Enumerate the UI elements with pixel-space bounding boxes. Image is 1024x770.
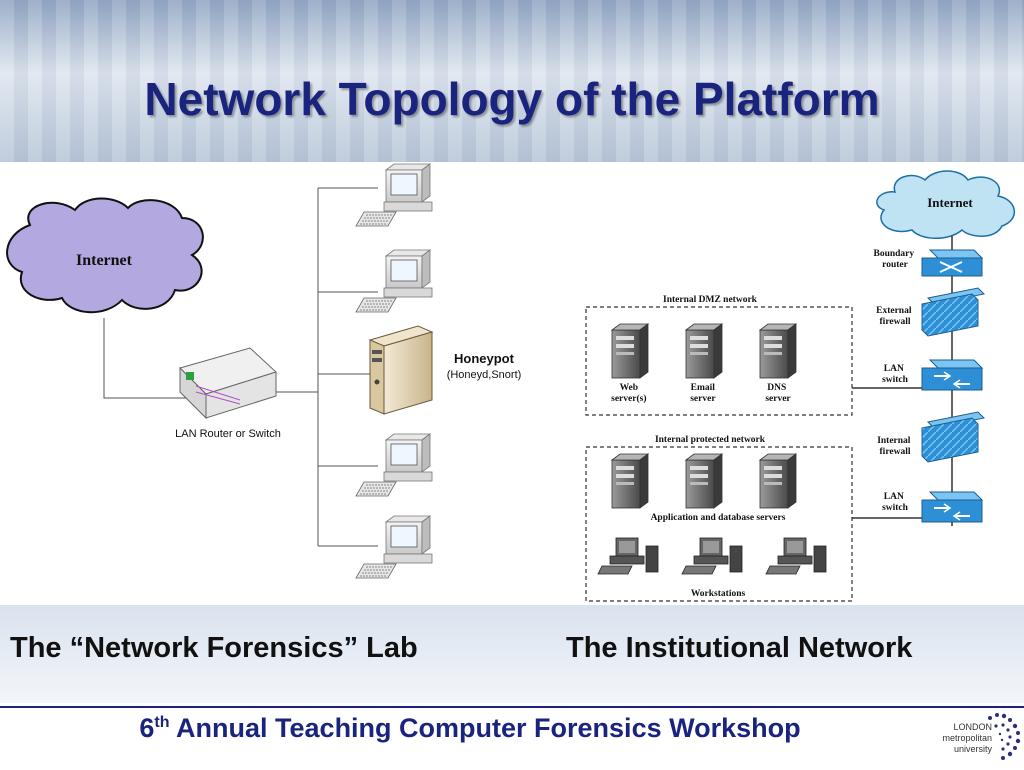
- workstation-icon: [597, 537, 659, 575]
- boundary-router-label-2: router: [882, 260, 908, 270]
- svg-text:LAN switch: LAN switch: [882, 364, 909, 385]
- lan-switch-2-label-1: LAN: [884, 492, 904, 502]
- boundary-router-label-1: Boundary: [873, 249, 914, 259]
- svg-text:Boundary router: Boundary router: [873, 249, 916, 270]
- institution-caption: The Institutional Network: [566, 632, 913, 664]
- institution-internet-label: Internet: [927, 195, 973, 210]
- lab-caption: The “Network Forensics” Lab: [10, 632, 418, 664]
- lan-switch-icon: [921, 359, 984, 391]
- institution-diagram: Internet Boundary router External firewa…: [585, 170, 1015, 602]
- lab-pc-icon: [355, 515, 433, 579]
- workstation-icon: [681, 537, 743, 575]
- svg-text:Internal firewall: Internal firewall: [877, 436, 913, 457]
- internet-cloud: [6, 197, 204, 314]
- lab-diagram: Internet LAN Router or Switch: [6, 163, 522, 579]
- dmz-server-3-line1: DNS: [767, 383, 786, 393]
- honeypot-sublabel: (Honeyd,Snort): [447, 369, 522, 381]
- web-server-icon: [611, 323, 649, 379]
- lan-router: [179, 347, 277, 420]
- honeypot-label: Honeypot: [454, 351, 515, 366]
- dmz-server-2-line2: server: [690, 394, 716, 404]
- lan-switch-icon: [921, 491, 984, 523]
- footer-title: 6th Annual Teaching Computer Forensics W…: [60, 713, 880, 744]
- protected-title: Internal protected network: [655, 435, 766, 445]
- lab-pc-icon: [355, 433, 433, 497]
- lab-pc-icon: [355, 249, 433, 313]
- svg-text:Web server(s) Emai: Web server(s) Email server DNS server: [611, 383, 791, 404]
- lan-switch-1-label-2: switch: [882, 375, 909, 385]
- lab-pc-icon: [355, 163, 433, 227]
- internal-firewall-icon: [921, 411, 986, 463]
- footer-text: Annual Teaching Computer Forensics Works…: [169, 713, 801, 743]
- slide-title: Network Topology of the Platform: [144, 73, 880, 125]
- caption-band: [0, 605, 1024, 703]
- app-server-icon: [611, 453, 649, 509]
- email-server-icon: [685, 323, 723, 379]
- router-label: LAN Router or Switch: [175, 428, 281, 440]
- lan-switch-2-label-2: switch: [882, 503, 909, 513]
- dmz-server-1-line1: Web: [620, 383, 638, 393]
- dmz-server-1-line2: server(s): [611, 393, 646, 404]
- app-servers-label: Application and database servers: [651, 513, 786, 523]
- dns-server-icon: [759, 323, 797, 379]
- db-server-icon: [759, 453, 797, 509]
- boundary-router-icon: [921, 249, 984, 277]
- protected-network-box: [585, 446, 853, 602]
- internal-firewall-label-1: Internal: [877, 436, 911, 446]
- internal-firewall-label-2: firewall: [880, 447, 911, 457]
- network-diagram: Internet LAN Router or Switch: [6, 163, 1015, 602]
- honeypot-server-icon: [368, 325, 434, 415]
- dmz-network-box: [585, 306, 853, 416]
- external-firewall-label-1: External: [876, 306, 912, 316]
- logo-line-1: LONDON: [953, 722, 992, 732]
- external-firewall-icon: [921, 287, 986, 337]
- logo-line-2: metropolitan: [942, 733, 992, 743]
- institution-internet-cloud: [876, 170, 1015, 239]
- svg-text:LAN switch: LAN switch: [882, 492, 909, 513]
- svg-text:External firewall: External firewall: [876, 306, 914, 327]
- workstations-label: Workstations: [691, 589, 746, 599]
- university-logo-icon: [988, 713, 1021, 760]
- title-banner: [0, 0, 1024, 162]
- dmz-server-2-line1: Email: [691, 383, 716, 393]
- external-firewall-label-2: firewall: [880, 317, 911, 327]
- lan-switch-1-label-1: LAN: [884, 364, 904, 374]
- footer-ordinal-suffix: th: [154, 714, 170, 731]
- logo-line-3: university: [953, 744, 992, 754]
- dmz-server-3-line2: server: [765, 394, 791, 404]
- workstation-icon: [765, 537, 827, 575]
- app-server-icon: [685, 453, 723, 509]
- dmz-title: Internal DMZ network: [663, 295, 758, 305]
- footer-bar: [0, 706, 1024, 770]
- lab-internet-label: Internet: [76, 252, 133, 269]
- footer-ordinal: 6: [139, 713, 155, 743]
